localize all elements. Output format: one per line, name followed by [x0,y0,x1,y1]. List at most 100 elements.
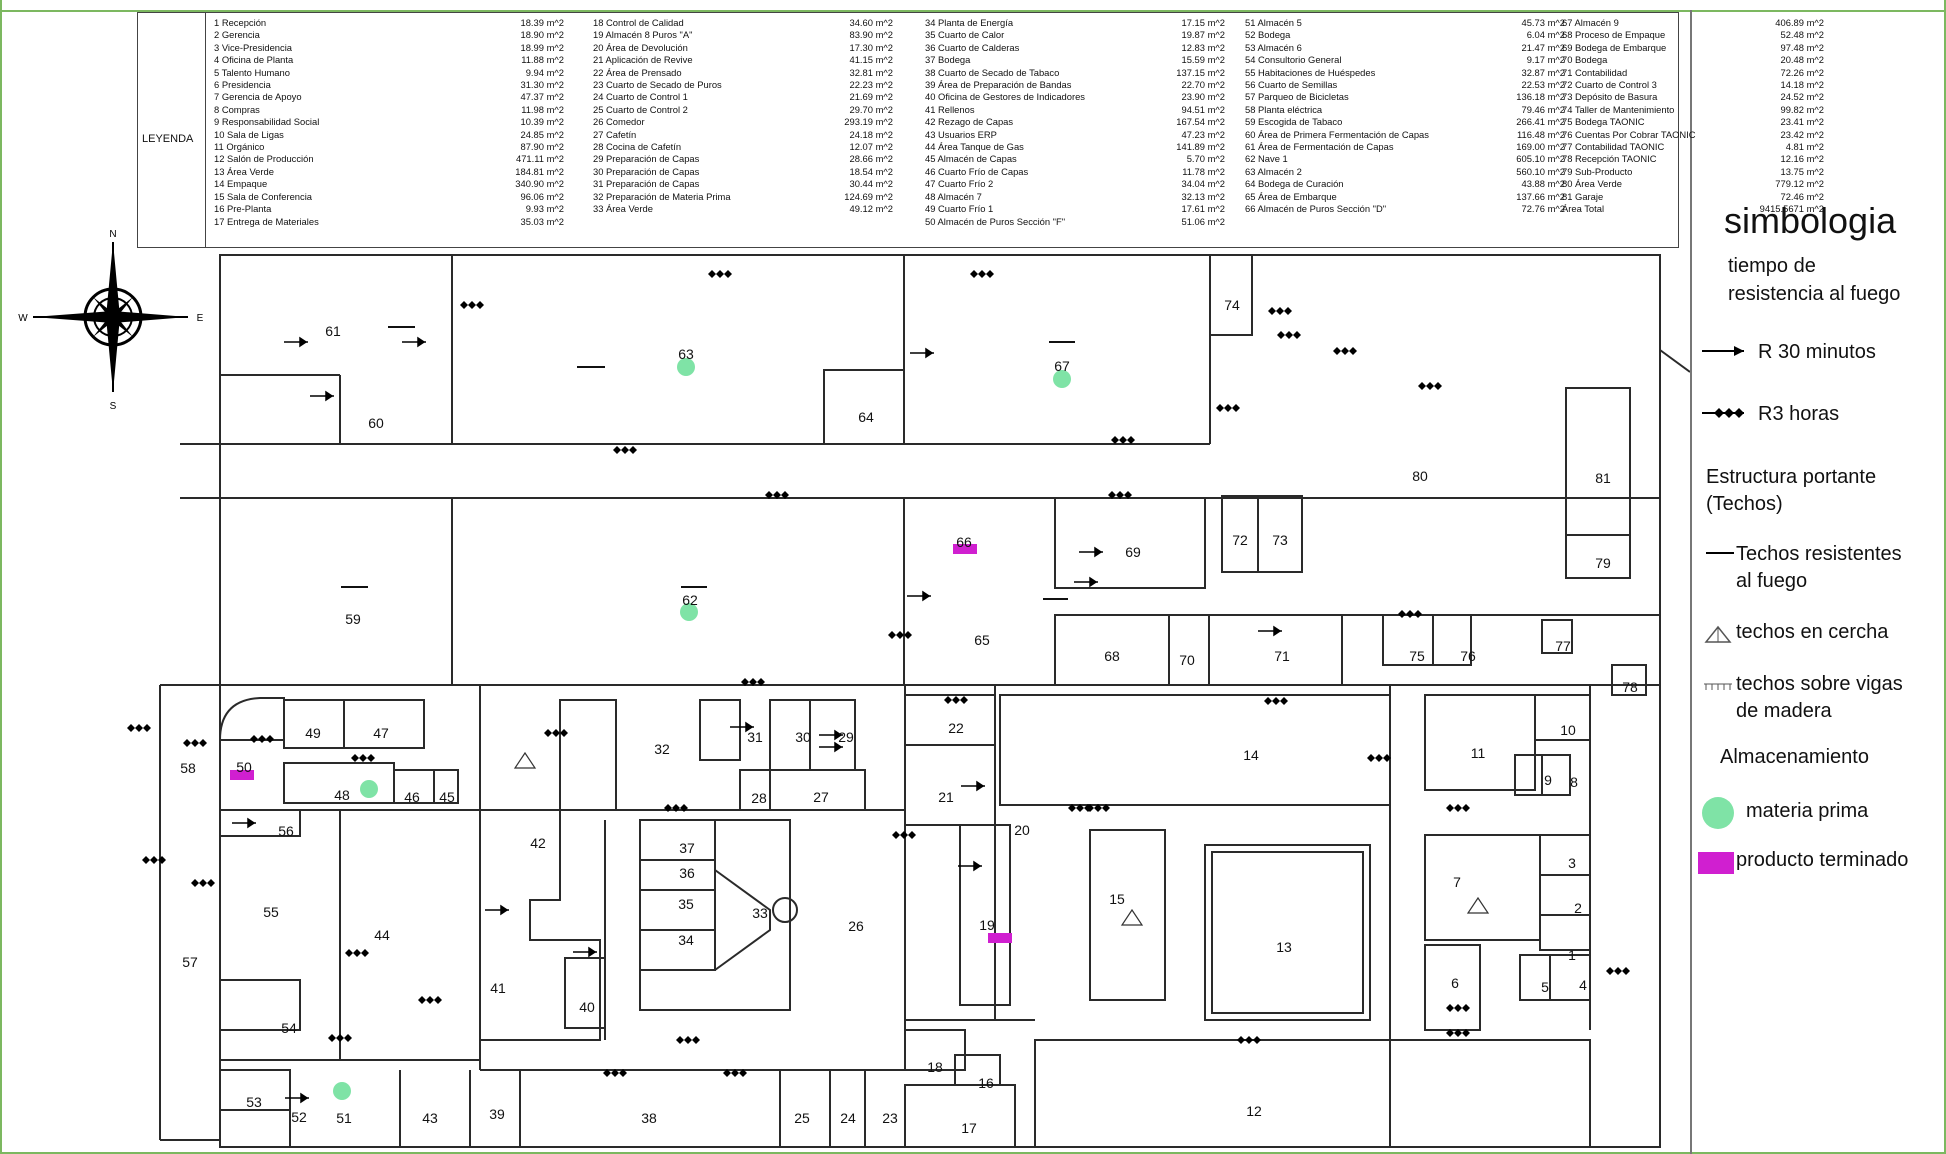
legend-room-name: 81 Garaje [1562,190,1604,202]
legend-room-name: 31 Preparación de Capas [593,178,700,190]
r30-marker [402,336,426,348]
legend-room-area: 9.17 m^2 [1526,54,1565,66]
room-label: 23 [882,1110,898,1126]
legend-room-area: 19.87 m^2 [1181,29,1226,41]
legend-row: 21 Aplicación de Revive 41.15 m^2 [593,54,893,66]
r30-marker [1258,625,1282,637]
legend-room-area: 24.52 m^2 [1780,91,1825,103]
room-label: 81 [1595,470,1611,486]
wood-beam-label-2: de madera [1736,700,1832,722]
legend-room-area: 18.39 m^2 [520,17,565,28]
room-label: 34 [678,932,694,948]
legend-row: 41 Rellenos 94.51 m^2 [925,104,1225,116]
legend-room-name: 21 Aplicación de Revive [593,54,693,66]
room-label: 31 [747,729,763,745]
legend-room-name: 48 Almacén 7 [925,190,982,202]
finished-product-marker [953,544,977,554]
r3-marker [1268,307,1292,315]
room-label: 21 [938,789,954,805]
legend-room-area: 12.16 m^2 [1780,153,1825,165]
room-label: 51 [336,1110,352,1126]
legend-room-area: 22.70 m^2 [1181,79,1226,91]
legend-room-name: 32 Preparación de Materia Prima [593,190,731,202]
legend-room-area: 41.15 m^2 [849,54,894,66]
room-label: 33 [752,905,768,921]
room-label: 49 [305,725,321,741]
room-label: 11 [1471,745,1486,761]
r30-marker [961,780,985,792]
finished-product-marker [230,770,254,780]
raw-material-label: materia prima [1746,800,1869,822]
legend-room-area: 184.81 m^2 [515,165,564,177]
room-label: 68 [1104,648,1120,664]
r3-marker [1398,610,1422,618]
legend-room-name: 58 Planta eléctrica [1245,103,1323,115]
legend-room-name: 76 Cuentas Por Cobrar TAONIC [1562,128,1696,140]
legend-room-area: 293.19 m^2 [844,116,893,128]
structure-label-2: (Techos) [1706,493,1783,515]
room-label: 16 [978,1075,994,1091]
room-label: 3 [1568,855,1576,871]
legend-room-area: 96.06 m^2 [520,190,565,202]
room-label: 46 [404,789,420,805]
r3-marker [544,729,568,737]
r30-marker [232,817,256,829]
symbology-title: simbologia [1724,200,1897,241]
legend-room-name: 41 Rellenos [925,103,975,115]
raw-material-marker [333,1082,351,1100]
r3-marker [765,491,789,499]
legend-room-area: 94.51 m^2 [1181,103,1226,115]
room-label: 17 [961,1120,977,1136]
legend-room-name: 19 Almacén 8 Puros "A" [593,29,693,41]
r3-marker [676,1036,700,1044]
r3-marker [1446,804,1470,812]
compass-rose: N S E W [18,229,203,412]
legend-room-area: 137.15 m^2 [1176,66,1225,78]
truss-roof-label: techos en cercha [1736,621,1889,643]
legend-room-area: 72.76 m^2 [1521,203,1566,215]
room-label: 74 [1224,297,1240,313]
room-label: 71 [1274,648,1290,664]
r30-marker [958,860,982,872]
room-label: 2 [1574,900,1582,916]
r30-marker [573,946,597,958]
room-label: 56 [278,823,294,839]
room-label: 4 [1579,977,1587,993]
legend-room-name: 57 Parqueo de Bicicletas [1245,91,1349,103]
legend-room-area: 10.39 m^2 [520,116,565,128]
legend-room-area: 141.89 m^2 [1176,141,1225,153]
room-label: 12 [1246,1103,1262,1119]
room-label: 45 [439,789,455,805]
legend-room-name: 40 Oficina de Gestores de Indicadores [925,91,1085,103]
legend-room-area: 31.30 m^2 [520,79,565,91]
legend-room-name: 2 Gerencia [214,29,260,41]
legend-room-area: 11.88 m^2 [521,54,564,66]
room-label: 54 [281,1020,297,1036]
r3-marker [345,949,369,957]
r30-marker [485,904,509,916]
legend-room-area: 87.90 m^2 [520,141,565,153]
